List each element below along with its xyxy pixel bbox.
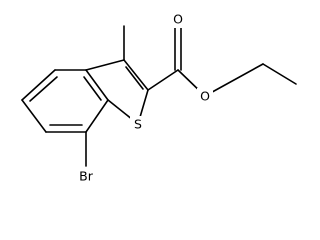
sulfur-label-bg: [130, 116, 146, 133]
ethyl-7-bromo-3-methylbenzothiophene-2-carboxylate-structure: O O S Br: [21, 11, 297, 185]
bromine-label: Br: [79, 169, 94, 184]
bond-c7a-c3a: [85, 69, 109, 101]
bond-c3a-c3: [85, 59, 125, 71]
bond-ester-oxygen-ethyl: [204, 63, 264, 97]
bond-c3-c2: [123, 59, 149, 91]
sulfur-label: S: [134, 117, 142, 132]
bond-c2-carbonyl-carbon: [147, 69, 179, 91]
bond-ethyl-methyl: [262, 63, 297, 85]
bond-c4-c5: [21, 69, 56, 101]
double-bond-c3-c2-inner: [125, 66, 144, 90]
oxygen-carbonyl-label-bg: [170, 11, 186, 28]
bond-c7-c7a: [85, 99, 109, 133]
double-bond-c7a-c3a-inner: [83, 76, 102, 101]
oxygen-carbonyl-label: O: [173, 12, 183, 27]
bromine-label-bg: [74, 168, 98, 185]
bond-c5-c6: [21, 99, 47, 133]
oxygen-ester-label: O: [200, 89, 210, 104]
oxygen-ester-label-bg: [197, 88, 213, 105]
double-bond-c4-c5-inner: [29, 76, 58, 102]
